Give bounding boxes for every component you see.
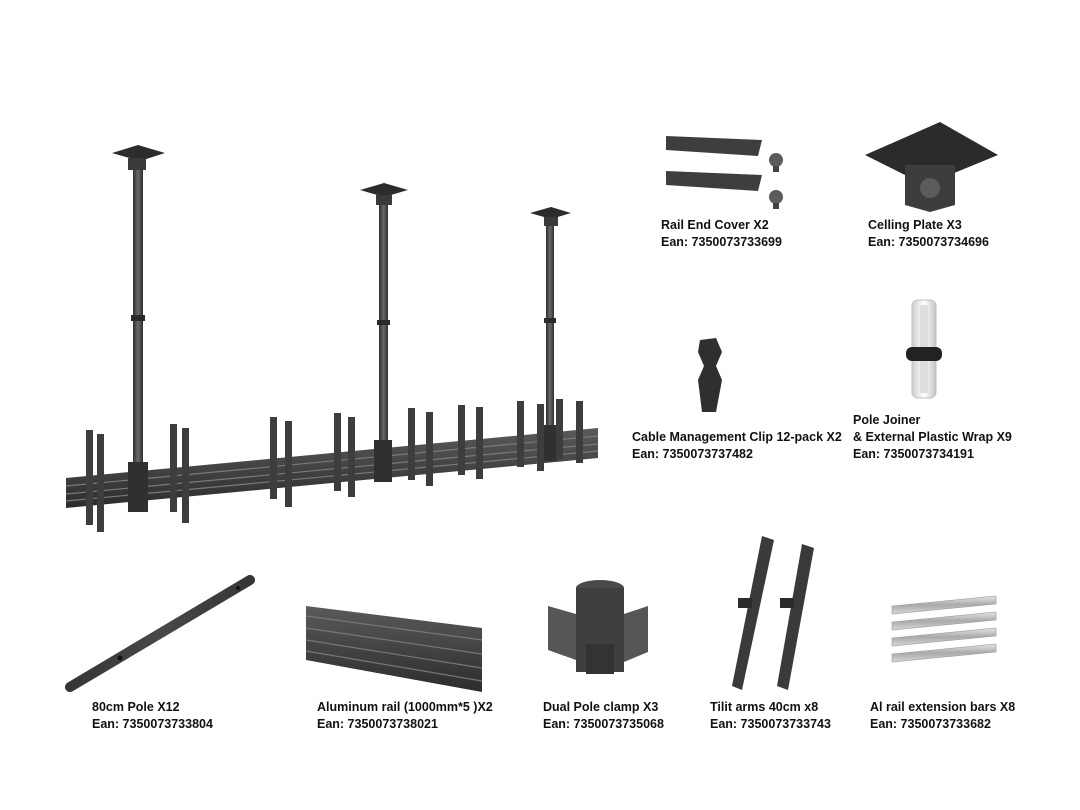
caption-extension-bars: Al rail extension bars X8 Ean: 735007373… [870, 699, 1015, 733]
product-name: Tilit arms 40cm x8 [710, 700, 819, 714]
product-ean: Ean: 7350073733699 [661, 235, 782, 249]
caption-ceiling-plate: Celling Plate X3 Ean: 7350073734696 [868, 217, 989, 251]
assembled-mount-illustration [65, 145, 599, 532]
product-ean: Ean: 7350073733804 [92, 717, 213, 731]
aluminum-rail-illustration [305, 606, 483, 692]
pole-illustration [65, 575, 255, 692]
caption-dual-pole-clamp: Dual Pole clamp X3 Ean: 7350073735068 [543, 699, 664, 733]
rail-end-cover-illustration [666, 136, 783, 209]
caption-aluminum-rail: Aluminum rail (1000mm*5 )X2 Ean: 7350073… [317, 699, 493, 733]
ceiling-plate-illustration [865, 122, 998, 212]
product-ean: Ean: 7350073733743 [710, 717, 831, 731]
product-name: Celling Plate X3 [868, 218, 962, 232]
product-name: 80cm Pole X12 [92, 700, 180, 714]
product-name: Rail End Cover X2 [661, 218, 769, 232]
product-name: Dual Pole clamp X3 [543, 700, 659, 714]
product-ean: Ean: 7350073734696 [868, 235, 989, 249]
caption-rail-end-cover: Rail End Cover X2 Ean: 7350073733699 [661, 217, 782, 251]
product-name-line2: & External Plastic Wrap X9 [853, 430, 1012, 444]
product-ean: Ean: 7350073738021 [317, 717, 438, 731]
cable-clip-illustration [698, 338, 722, 412]
caption-pole: 80cm Pole X12 Ean: 7350073733804 [92, 699, 213, 733]
product-name: Cable Management Clip 12-pack X2 [632, 430, 842, 444]
pole-joiner-illustration [906, 299, 942, 399]
caption-cable-clip: Cable Management Clip 12-pack X2 Ean: 73… [632, 429, 842, 463]
product-name: Pole Joiner [853, 413, 921, 427]
product-ean: Ean: 7350073737482 [632, 447, 753, 461]
tilt-arms-illustration [732, 536, 814, 690]
product-name: Al rail extension bars X8 [870, 700, 1016, 714]
product-ean: Ean: 7350073733682 [870, 717, 991, 731]
dual-pole-clamp-illustration [548, 580, 648, 674]
product-ean: Ean: 7350073734191 [853, 447, 974, 461]
extension-bars-illustration [891, 595, 997, 663]
caption-pole-joiner: Pole Joiner & External Plastic Wrap X9 E… [853, 412, 1012, 463]
product-ean: Ean: 7350073735068 [543, 717, 664, 731]
product-name: Aluminum rail (1000mm*5 )X2 [317, 700, 493, 714]
caption-tilt-arms: Tilit arms 40cm x8 Ean: 7350073733743 [710, 699, 831, 733]
